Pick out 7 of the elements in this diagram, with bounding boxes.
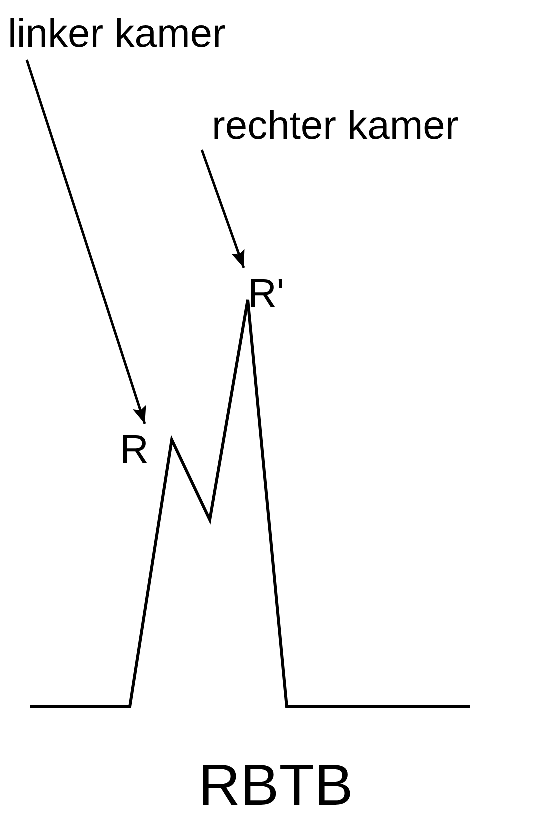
leader-arrow — [26, 60, 146, 424]
annotation-label: rechter kamer — [212, 104, 459, 148]
caption: RBTB — [198, 752, 354, 819]
annotation-label: linker kamer — [8, 12, 226, 56]
wave-label: R — [120, 428, 149, 472]
wave-label: R' — [248, 272, 285, 316]
leader-arrow — [200, 150, 246, 268]
